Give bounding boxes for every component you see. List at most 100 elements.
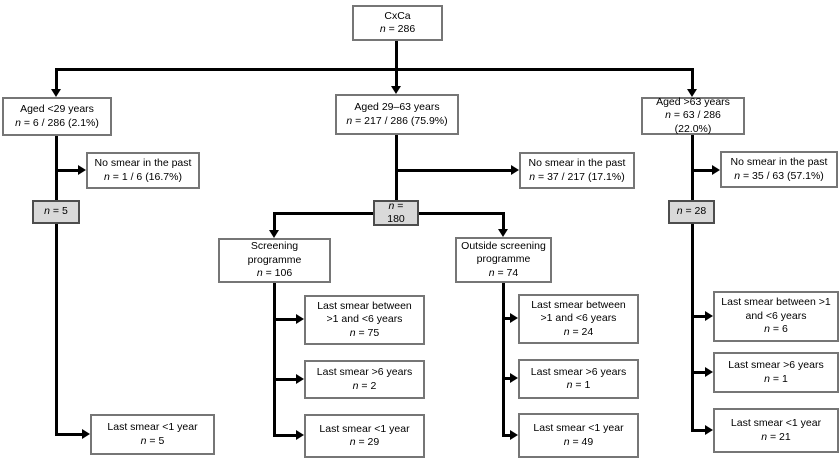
arrow-right-icon [296,430,304,440]
node-count: n = 6 / 286 (2.1%) [15,116,99,129]
connector-drop-29-63 [395,68,398,86]
node-title: Last smear <1 year [533,422,624,435]
node-outside-screening-programme: Outside screening programme n = 74 [455,237,552,283]
connector-screening-spine [273,283,276,437]
node-screening-smear-under-1y: Last smear <1 year n = 29 [304,414,425,458]
connector-outside-spine [502,283,505,437]
node-count: n = 1 [764,372,788,385]
node-no-smear-under-29: No smear in the past n = 1 / 6 (16.7%) [86,152,200,189]
connector-root-stem [395,41,398,68]
node-count-29-63: n = 180 [373,200,419,226]
node-count: n = 74 [488,266,519,279]
node-aged-over-63: Aged >63 years n = 63 / 286 (22.0%) [641,95,745,135]
node-title: Last smear between >1 and <6 years [317,299,412,326]
connector-29-63-spine [395,135,398,200]
node-count: n = 2 [352,379,377,392]
arrow-right-icon [296,314,304,324]
node-count: n = 106 [256,267,293,280]
node-title: Aged <29 years [20,103,94,116]
node-screening-programme: Screening programme n = 106 [218,238,331,283]
node-count: n = 28 [676,205,707,218]
connector-screening-drop [273,212,276,230]
connector-screening-b2 [273,378,296,381]
arrow-down-icon [498,229,508,237]
connector-under29-nosmear [55,169,79,172]
connector-29-63-nosmear [395,169,511,172]
connector-over63-b1 [691,315,705,318]
node-title: Last smear between >1 and <6 years [531,298,626,325]
node-title: No smear in the past [528,157,626,170]
node-count: n = 5 [44,205,68,218]
node-screening-smear-1-6y: Last smear between >1 and <6 years n = 7… [304,295,425,345]
connector-screening-b1 [273,318,296,321]
node-title: Last smear <1 year [730,417,822,430]
connector-over63-nosmear [691,169,712,172]
arrow-right-icon [705,425,713,435]
node-count: n = 29 [349,436,380,448]
connector-outside-b1 [502,317,512,320]
node-count-over-63: n = 28 [668,200,715,224]
node-title: Last smear between >1 and <6 years [721,296,831,322]
node-no-smear-29-63: No smear in the past n = 37 / 217 (17.1%… [519,152,635,189]
node-count: n = 1 [566,379,591,391]
connector-n180-right [419,212,503,215]
arrow-down-icon [687,89,697,97]
arrow-down-icon [391,86,401,94]
node-count: n = 75 [349,326,380,339]
node-outside-smear-1-6y: Last smear between >1 and <6 years n = 2… [518,294,639,344]
arrow-down-icon [269,230,279,238]
connector-screening-b3 [273,434,296,437]
node-aged-under-29: Aged <29 years n = 6 / 286 (2.1%) [2,97,112,136]
node-count: n = 286 [379,23,416,35]
node-count: n = 49 [563,435,594,448]
node-count: n = 217 / 286 (75.9%) [346,114,448,127]
node-title: No smear in the past [730,156,828,169]
arrow-right-icon [705,311,713,321]
node-title: CxCa [384,9,411,22]
node-title: Last smear >6 years [728,359,824,372]
connector-under29-spine [55,136,58,436]
node-count-under-29: n = 5 [32,200,80,224]
node-over63-smear-over-6y: Last smear >6 years n = 1 [713,352,839,393]
node-no-smear-over-63: No smear in the past n = 35 / 63 (57.1%) [720,151,838,188]
arrow-right-icon [705,367,713,377]
connector-over63-b3 [691,429,705,432]
node-count: n = 5 [140,434,165,447]
node-outside-smear-under-1y: Last smear <1 year n = 49 [518,413,639,458]
node-count: n = 24 [563,325,594,338]
connector-outside-b3 [502,434,512,437]
connector-outside-b2 [502,377,512,380]
node-count: n = 1 / 6 (16.7%) [104,170,182,183]
node-title: Last smear >6 years [316,366,413,379]
node-outside-smear-over-6y: Last smear >6 years n = 1 [518,359,639,399]
arrow-right-icon [510,313,518,323]
node-title: Screening programme [247,240,302,266]
node-title: No smear in the past [94,157,192,170]
node-title: Aged >63 years [656,95,730,108]
node-title: Outside screening programme [461,239,546,266]
node-title: Aged 29–63 years [354,101,440,114]
connector-n180-left [274,212,373,215]
node-aged-29-63: Aged 29–63 years n = 217 / 286 (75.9%) [335,94,459,135]
node-title: Last smear <1 year [319,422,410,435]
node-over63-smear-under-1y: Last smear <1 year n = 21 [713,408,839,453]
arrow-right-icon [510,373,518,383]
node-screening-smear-over-6y: Last smear >6 years n = 2 [304,360,425,399]
node-count: n = 63 / 286 (22.0%) [665,109,721,135]
node-under29-smear-under-1y: Last smear <1 year n = 5 [90,414,215,455]
connector-trunk [55,68,694,71]
arrow-right-icon [712,165,720,175]
arrow-right-icon [78,165,86,175]
node-count: n = 6 [764,323,788,336]
node-count: n = 21 [761,430,791,443]
node-title: Last smear <1 year [107,421,198,434]
node-over63-smear-1-6y: Last smear between >1 and <6 years n = 6 [713,291,839,342]
connector-over63-b2 [691,371,705,374]
node-count: n = 180 [387,199,405,225]
arrow-down-icon [51,89,61,97]
node-count: n = 35 / 63 (57.1%) [734,169,824,182]
connector-outside-drop [502,212,505,229]
arrow-right-icon [510,430,518,440]
node-count: n = 37 / 217 (17.1%) [529,170,625,183]
